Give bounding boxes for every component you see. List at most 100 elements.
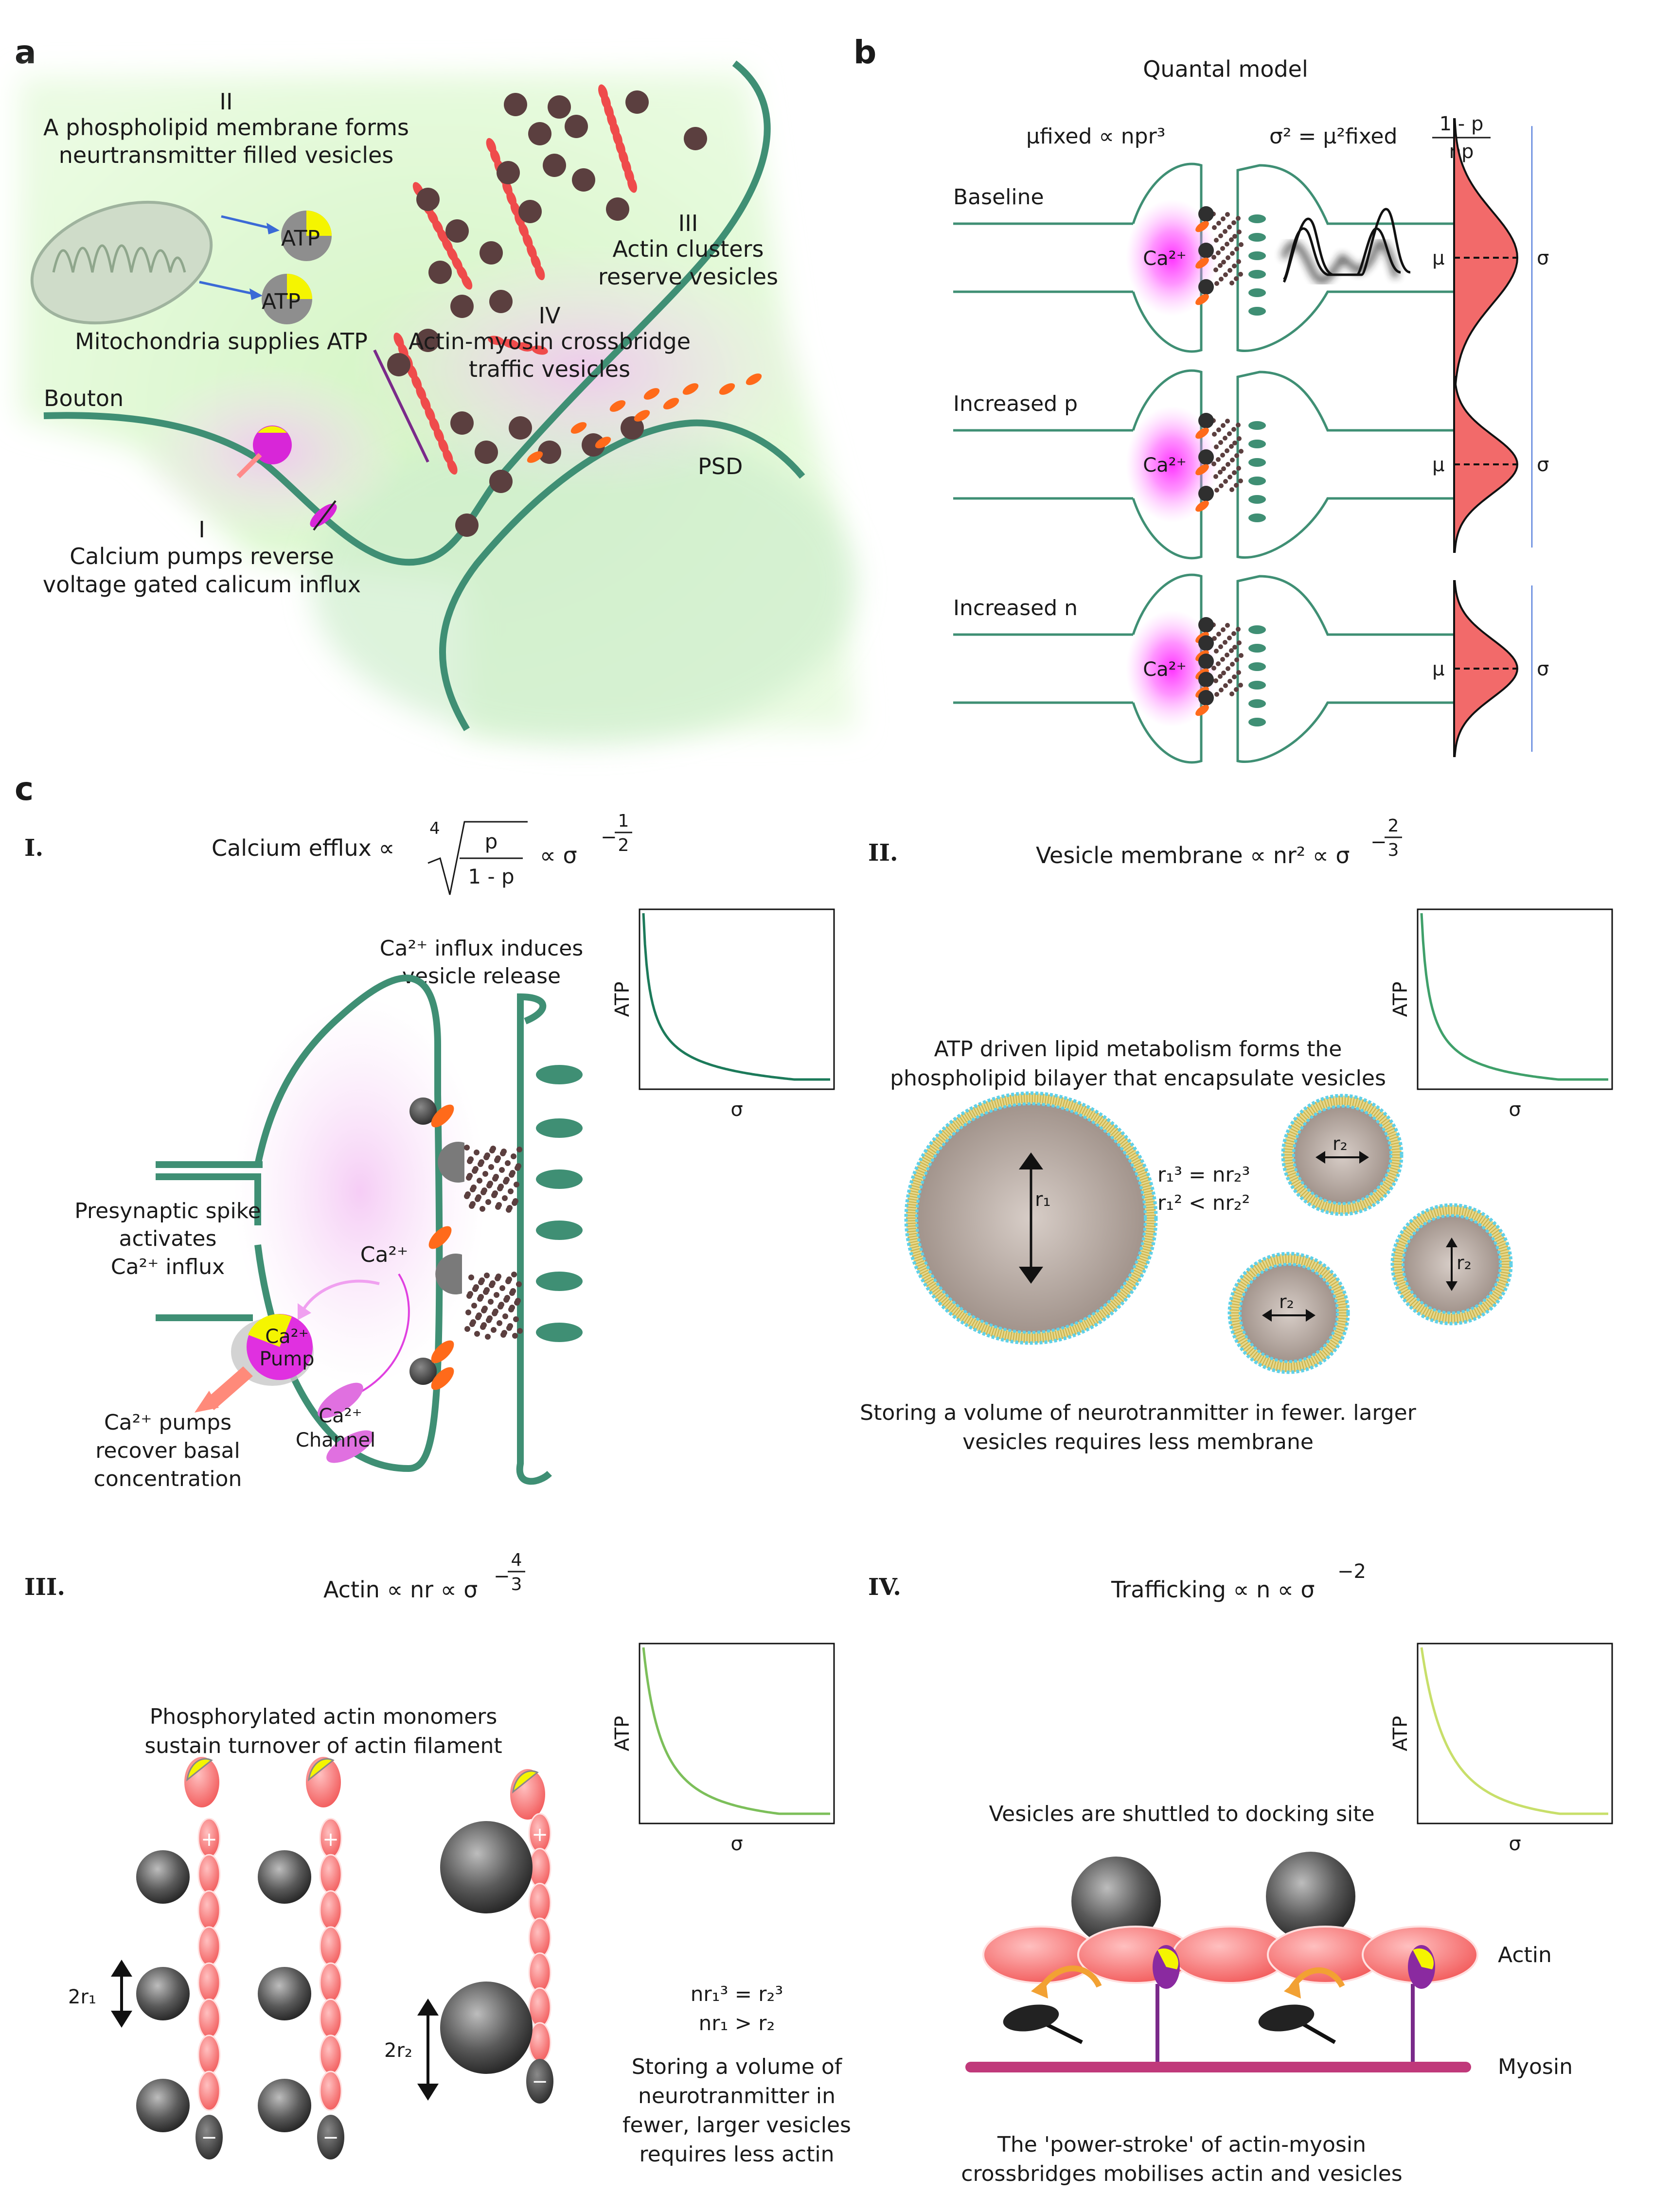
reserve-vesicle-group	[387, 90, 707, 537]
receptor	[1248, 270, 1266, 279]
snare-complex	[682, 383, 699, 395]
r2-label: r₂	[1333, 1133, 1348, 1154]
neurotransmitter	[1214, 238, 1219, 243]
neurotransmitter	[1218, 440, 1223, 445]
c-III-r1-arrow	[111, 1960, 132, 2028]
neurotransmitter	[1229, 691, 1234, 696]
svg-text:−: −	[532, 2070, 548, 2093]
c-II-exp-den: 3	[1388, 840, 1399, 860]
neurotransmitter	[491, 1192, 497, 1198]
c-I-neurotransmitter-group	[464, 1145, 523, 1340]
c-II-atp-text-line2: phospholipid bilayer that encapsulate ve…	[890, 1066, 1386, 1091]
neurotransmitter	[1234, 687, 1239, 692]
c-III-exp-den: 3	[511, 1575, 522, 1594]
neurotransmitter	[475, 1314, 481, 1320]
c-II-caption-line2: vesicles requires less membrane	[962, 1430, 1314, 1454]
neurotransmitter	[466, 1293, 472, 1299]
neurotransmitter	[1227, 268, 1232, 273]
neurotransmitter	[505, 1278, 511, 1284]
fusing-vesicle	[438, 1142, 464, 1183]
neurotransmitter	[1223, 229, 1227, 234]
neurotransmitter	[1223, 272, 1228, 277]
c-IV-myosin-rail	[965, 2062, 1471, 2072]
neurotransmitter	[474, 1150, 480, 1155]
neurotransmitter	[1212, 636, 1217, 641]
reserve-vesicle	[548, 95, 571, 119]
snare-complex	[527, 451, 543, 463]
panel-c-II: II. Vesicle membrane ∝ nr² ∝ σ − 2 3 ATP…	[860, 816, 1513, 1454]
actin-filament: +	[197, 1818, 221, 2111]
neurotransmitter	[508, 1188, 514, 1194]
mu-fixed-equation: μfixed ∝ npr³	[1026, 124, 1165, 149]
snare-complex	[746, 373, 762, 385]
neurotransmitter	[1221, 627, 1226, 632]
c-II-formula: Vesicle membrane ∝ nr² ∝ σ	[1036, 842, 1350, 868]
c-II-eq-line1: r₁³ = nr₂³	[1157, 1163, 1250, 1186]
neurotransmitter	[495, 1204, 501, 1210]
docked-vesicle	[1198, 449, 1214, 465]
quantal-sigma-label: σ	[1537, 658, 1549, 680]
receptor	[1248, 495, 1266, 504]
snare-complex	[428, 1226, 452, 1249]
atp-label-2: ATP	[262, 289, 301, 314]
neurotransmitter	[512, 1333, 518, 1339]
receptor	[1248, 662, 1266, 671]
neurotransmitter	[516, 1147, 522, 1152]
panel-label-c: c	[15, 770, 34, 808]
c-I-calcium-cloud	[233, 997, 486, 1386]
receptor	[536, 1323, 583, 1342]
quantal-row-label: Baseline	[953, 185, 1044, 210]
snare-complex	[1195, 427, 1209, 439]
neurotransmitter	[481, 1308, 487, 1313]
neurotransmitter	[1218, 470, 1223, 475]
c-IV-exp: −2	[1337, 1560, 1366, 1583]
vesicle-small-r1	[136, 1967, 190, 2020]
reserve-vesicle	[582, 433, 605, 457]
vesicle-small-r1	[258, 2079, 311, 2132]
neurotransmitter	[1229, 281, 1234, 285]
neurotransmitter	[1239, 242, 1244, 247]
calcium-pump-a	[236, 425, 292, 478]
c-I-formula-right: ∝ σ	[540, 842, 577, 868]
c-I-influx-line2: vesicle release	[402, 964, 561, 989]
quantal-mu-label: μ	[1432, 247, 1444, 269]
neurotransmitter	[512, 1200, 517, 1206]
quantal-sigma-label: σ	[1537, 247, 1549, 269]
c-II-caption-line1: Storing a volume of neurotranmitter in f…	[860, 1400, 1417, 1425]
psd-membrane	[439, 419, 805, 731]
neurotransmitter	[509, 1290, 515, 1296]
calcium-channel-a	[310, 500, 337, 531]
neurotransmitter	[484, 1273, 490, 1278]
c-III-caption-line4: requires less actin	[640, 2142, 835, 2167]
c-I-influx-arrowhead	[298, 1303, 311, 1320]
neurotransmitter	[1238, 478, 1243, 483]
neurotransmitter	[486, 1183, 492, 1188]
reserve-vesicle	[509, 416, 532, 440]
vesicle-large-r2	[440, 1982, 533, 2074]
plot-xlabel: σ	[1509, 1098, 1521, 1121]
neurotransmitter	[492, 1310, 498, 1316]
reserve-vesicle	[621, 416, 644, 440]
actin-filament: +	[528, 1813, 551, 2063]
calcium-glow	[1126, 199, 1218, 316]
sigma-equation-numerator: 1 - p	[1440, 113, 1484, 135]
snare-complex	[570, 422, 587, 434]
panel-label-b: b	[853, 34, 876, 71]
c-III-exp-sign: −	[494, 1565, 510, 1588]
neurotransmitter	[488, 1299, 494, 1305]
neurotransmitter	[1230, 458, 1235, 462]
neurotransmitter	[1237, 230, 1242, 234]
svg-text:−: −	[201, 2126, 217, 2149]
docked-vesicle	[1198, 243, 1214, 258]
c-I-ca-label: Ca²⁺	[360, 1242, 409, 1267]
mito-caption: Mitochondria supplies ATP	[75, 328, 368, 354]
snare-complex	[431, 1340, 454, 1363]
c-IV-shuttle-text: Vesicles are shuttled to docking site	[989, 1802, 1374, 1826]
panel-c-IV: IV. Trafficking ∝ n ∝ σ −2 Vesicles are …	[868, 1560, 1573, 2186]
calcium-glow	[1126, 610, 1218, 727]
neurotransmitter	[466, 1175, 472, 1181]
